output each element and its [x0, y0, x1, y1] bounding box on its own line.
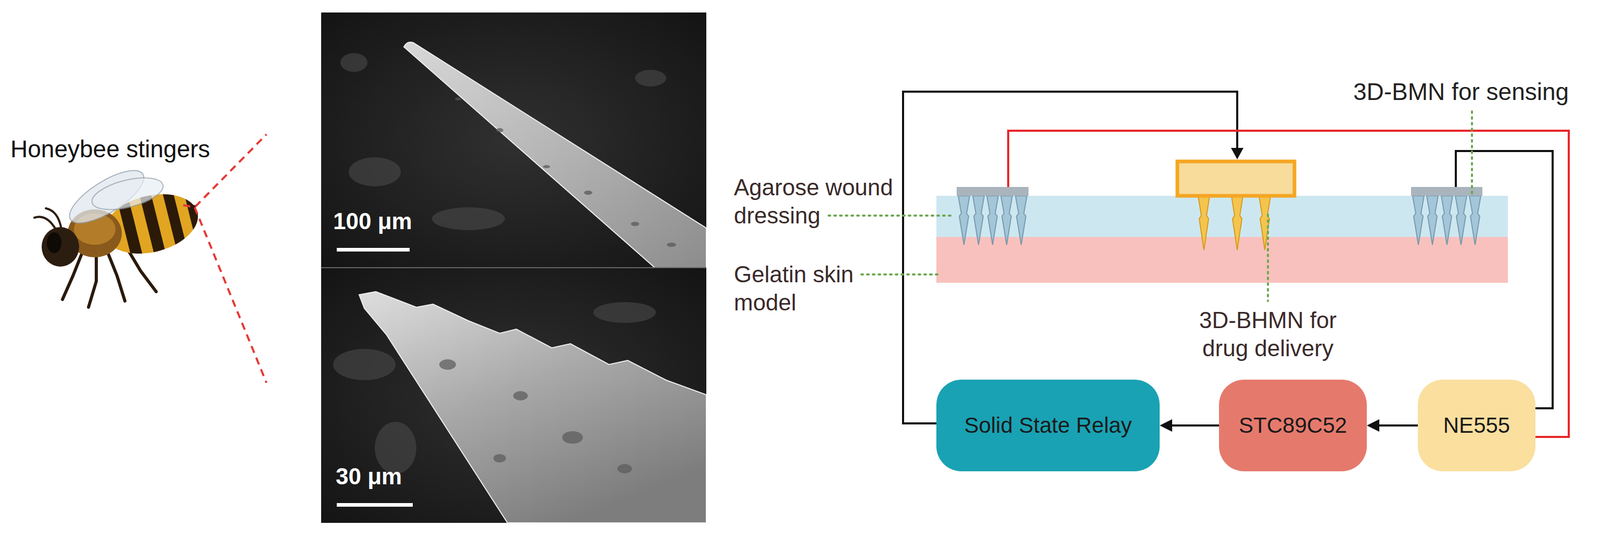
figure-label: Honeybee stingers	[10, 134, 211, 164]
gelatin-layer	[936, 236, 1508, 283]
sem-image-bottom	[321, 267, 707, 523]
callout-label: Agarose wound dressing	[733, 173, 906, 230]
zoom-line	[194, 207, 267, 383]
scale-bar-label: 30 μm	[335, 462, 402, 491]
bee-stripes	[178, 163, 224, 271]
arrowhead	[1230, 147, 1244, 160]
microneedle	[958, 195, 1481, 245]
sem-debris	[432, 207, 505, 231]
microneedle	[1015, 195, 1027, 245]
leader-line	[1470, 111, 1473, 194]
process-box: NE555	[1417, 379, 1536, 472]
stinger-pore	[562, 430, 583, 444]
scale-bar-label: 100 μm	[333, 207, 413, 236]
stinger-pore	[454, 97, 462, 101]
stinger-pore	[583, 190, 593, 195]
sem-image-bottom	[321, 267, 707, 523]
microneedle	[986, 195, 999, 245]
scale-bar	[336, 502, 413, 507]
bee-eye	[46, 232, 62, 253]
microneedle	[1469, 195, 1481, 245]
stinger-pore	[439, 359, 456, 370]
microneedle	[1441, 195, 1453, 245]
panel-divider	[321, 267, 707, 269]
microneedle	[1412, 195, 1425, 245]
stinger-shaft	[403, 42, 707, 268]
sem-debris	[333, 348, 396, 380]
drug-patch	[1177, 161, 1295, 196]
stinger-pore	[454, 97, 677, 247]
arrowhead	[1159, 418, 1173, 432]
black-wire	[903, 91, 1238, 424]
stinger-pore	[542, 164, 551, 169]
stinger-pore	[666, 242, 677, 247]
microneedle	[1426, 195, 1439, 245]
microneedle	[1000, 195, 1013, 245]
process-box: Solid State Relay	[936, 379, 1160, 472]
microneedle	[958, 195, 970, 245]
hollow-microneedle	[1259, 195, 1271, 250]
sem-debris	[340, 53, 368, 72]
bee-wing	[89, 171, 167, 216]
signal-arrow	[1377, 424, 1418, 427]
stinger-pore	[617, 463, 632, 474]
hollow-microneedle	[1198, 195, 1210, 250]
bee-head	[41, 226, 80, 267]
scale-bar	[336, 247, 410, 252]
stinger-pore	[496, 128, 504, 133]
box-label: NE555	[1443, 412, 1510, 438]
honeybee-illustration	[34, 160, 224, 308]
bee-leg	[106, 249, 125, 301]
sem-debris	[348, 157, 401, 187]
callout-label: 3D-BHMN for drug delivery	[1184, 306, 1352, 362]
bee-antenna	[34, 208, 62, 231]
hollow-microneedle	[1198, 195, 1271, 250]
stinger-barbed	[359, 291, 707, 523]
arrowhead	[1366, 418, 1380, 432]
sem-debris	[635, 69, 667, 87]
leader-line	[1266, 214, 1269, 301]
leader-line	[828, 111, 1472, 301]
stinger-pore	[493, 453, 506, 463]
sem-debris	[593, 301, 656, 323]
bee-leg	[88, 254, 97, 308]
leader-line	[828, 214, 952, 217]
zoom-line	[183, 134, 267, 383]
box-label: Solid State Relay	[963, 412, 1132, 438]
hollow-microneedle	[1231, 195, 1243, 250]
process-box: STC89C52	[1218, 379, 1367, 472]
signal-arrow	[1170, 424, 1219, 427]
microneedle	[972, 195, 985, 245]
leader-line	[861, 273, 941, 276]
callout-label: Gelatin skin model	[733, 260, 906, 316]
sensor-plate	[956, 186, 1029, 196]
callout-label: 3D-BMN for sensing	[1353, 77, 1569, 107]
box-label: STC89C52	[1238, 412, 1348, 438]
sem-image-top	[321, 12, 707, 268]
stinger-pore	[513, 390, 528, 401]
stinger-pore	[630, 221, 640, 226]
stinger-pore	[439, 359, 632, 474]
sem-image-top	[321, 12, 707, 268]
microneedle	[1455, 195, 1467, 245]
